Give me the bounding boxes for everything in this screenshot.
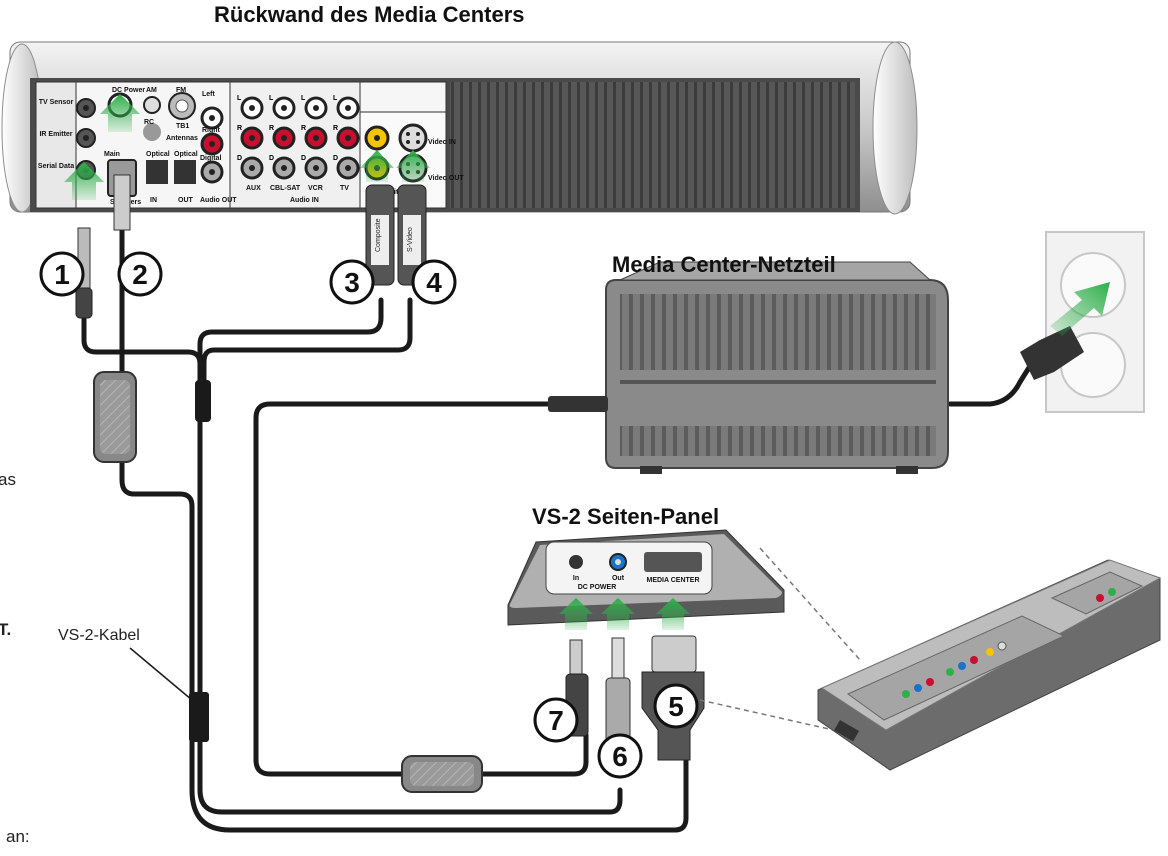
label-video-in: Video IN <box>428 139 456 146</box>
label-right: Right <box>202 127 221 134</box>
label-video-out: Video OUT <box>428 175 464 182</box>
jack-label: D <box>333 155 338 162</box>
label-tv-sensor: TV Sensor <box>39 99 74 106</box>
label-serial-data: Serial Data <box>38 163 74 170</box>
title-rear-panel: Rückwand des Media Centers <box>214 2 525 27</box>
svg-text:2: 2 <box>132 259 148 290</box>
label-audio-out: Audio OUT <box>200 197 237 204</box>
label-digital: Digital <box>200 155 221 162</box>
svg-text:7: 7 <box>548 705 564 736</box>
title-power-supply: Media Center-Netzteil <box>612 252 836 277</box>
wall-socket <box>1020 231 1145 413</box>
jack-label: L <box>333 95 338 102</box>
cable-media-center-vs2 <box>119 225 689 833</box>
jack-label: L <box>237 95 242 102</box>
label-dc-power: DC Power <box>112 87 145 94</box>
callout-7: 7 <box>533 697 579 743</box>
label-fm: FM <box>176 87 186 94</box>
label-tv: TV <box>340 185 349 192</box>
label-out: OUT <box>178 197 194 204</box>
margin-fragment-1: as <box>0 470 16 489</box>
label-optical-in: Optical <box>146 151 170 158</box>
callout-2: 2 <box>117 251 163 297</box>
svg-text:3: 3 <box>344 267 360 298</box>
label-antennas: Antennas <box>166 135 198 142</box>
svg-text:5: 5 <box>668 691 684 722</box>
jack-label: D <box>269 155 274 162</box>
label-left: Left <box>202 91 216 98</box>
label-main: Main <box>104 151 120 158</box>
power-supply <box>548 261 949 474</box>
media-center-rear-panel <box>1 41 918 215</box>
label-audio-in: Audio IN <box>290 197 319 204</box>
vs2-label-in: In <box>573 575 579 582</box>
margin-fragment-2: T. <box>0 620 12 639</box>
label-vcr: VCR <box>308 185 323 192</box>
label-tb1: TB1 <box>176 123 189 130</box>
callout-6: 6 <box>597 733 643 779</box>
jack-label: D <box>237 155 242 162</box>
arrow-dc-power <box>100 94 140 132</box>
rear-panel-text: TV Sensor IR Emitter Serial Data DC Powe… <box>38 87 464 206</box>
arrow-serial-data <box>64 162 104 200</box>
callout-5: 5 <box>653 683 699 729</box>
rear-arrows <box>64 94 430 200</box>
label-in: IN <box>150 197 157 204</box>
rear-plugs: Composite S-Video <box>75 174 427 319</box>
ferrite-core-lower-texture <box>410 762 474 786</box>
svg-text:6: 6 <box>612 741 628 772</box>
cables <box>81 225 1033 833</box>
arrow-mains-plug <box>1050 282 1110 336</box>
plug-label-composite: Composite <box>375 218 382 252</box>
cable-s-video <box>201 297 413 387</box>
plug-label-s-video: S-Video <box>407 227 414 252</box>
jack-label: R <box>237 125 242 132</box>
svg-text:4: 4 <box>426 267 442 298</box>
arrow-vs2-dc-out <box>601 598 635 630</box>
vs2-label-media-center: MEDIA CENTER <box>646 577 699 584</box>
callout-layer: 1 2 3 4 5 6 7 <box>39 251 699 779</box>
margin-fragment-3: an: <box>6 827 30 846</box>
label-am: AM <box>146 87 157 94</box>
jack-label: R <box>333 125 338 132</box>
callout-4: 4 <box>411 259 457 305</box>
jack-label: R <box>269 125 274 132</box>
jack-label: L <box>269 95 274 102</box>
jack-label: R <box>301 125 306 132</box>
arrow-composite <box>360 150 394 182</box>
arrow-s-video <box>396 150 430 182</box>
svg-text:1: 1 <box>54 259 70 290</box>
callout-3: 3 <box>329 259 375 305</box>
callout-1: 1 <box>39 251 85 297</box>
label-ir-emitter: IR Emitter <box>39 131 72 138</box>
cable-dc-power <box>253 401 589 777</box>
jack-label: D <box>301 155 306 162</box>
cable-label-vs2: VS-2-Kabel <box>58 627 140 644</box>
cable-mains <box>947 363 1033 407</box>
vs2-unit <box>817 559 1162 771</box>
cable-composite <box>197 297 384 387</box>
label-cbl-sat: CBL-SAT <box>270 185 301 192</box>
ferrite-core-upper-texture <box>100 380 130 454</box>
label-optical-out: Optical <box>174 151 198 158</box>
title-side-panel: VS-2 Seiten-Panel <box>532 504 720 529</box>
label-aux: AUX <box>246 185 261 192</box>
label-rc: RC <box>144 119 154 126</box>
arrow-vs2-dc-in <box>559 598 593 630</box>
arrow-vs2-media-center <box>656 598 690 630</box>
audio-in-jacks: L R D L R D L R D L R D <box>237 95 360 180</box>
vs2-side-panel: In Out DC POWER MEDIA CENTER <box>507 529 785 630</box>
jack-label: L <box>301 95 306 102</box>
cable-splitter-lower <box>189 692 209 742</box>
vs2-label-dc-power: DC POWER <box>578 584 617 591</box>
cable-label-leader <box>129 647 193 701</box>
cable-vs2-trunk <box>197 381 623 815</box>
vs2-label-out: Out <box>612 575 625 582</box>
cable-splitter-upper <box>195 380 211 422</box>
